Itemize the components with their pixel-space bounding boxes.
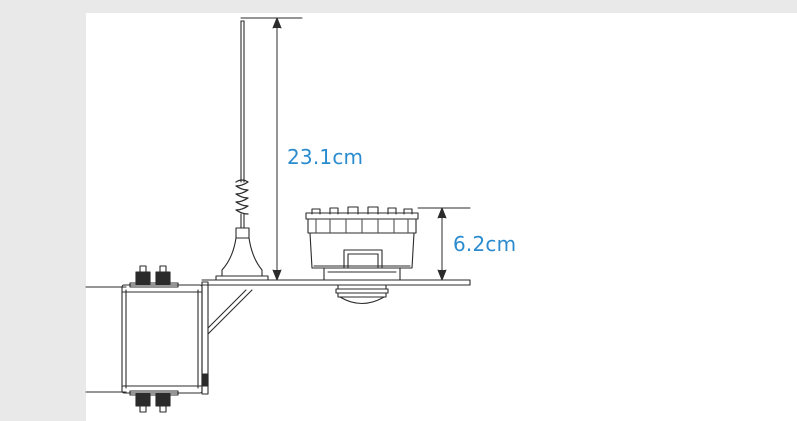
antenna-height-label: 23.1cm bbox=[287, 145, 364, 169]
sensor-unit bbox=[305, 206, 419, 305]
frame-top-bar bbox=[0, 0, 797, 13]
sensor-height-label: 6.2cm bbox=[453, 232, 517, 256]
antenna bbox=[215, 20, 269, 281]
dimension-antenna bbox=[240, 17, 303, 281]
dimension-sensor bbox=[417, 207, 471, 281]
frame-left-bar bbox=[0, 0, 86, 421]
mounting-plate bbox=[201, 279, 471, 286]
pole-clamp bbox=[85, 265, 253, 413]
